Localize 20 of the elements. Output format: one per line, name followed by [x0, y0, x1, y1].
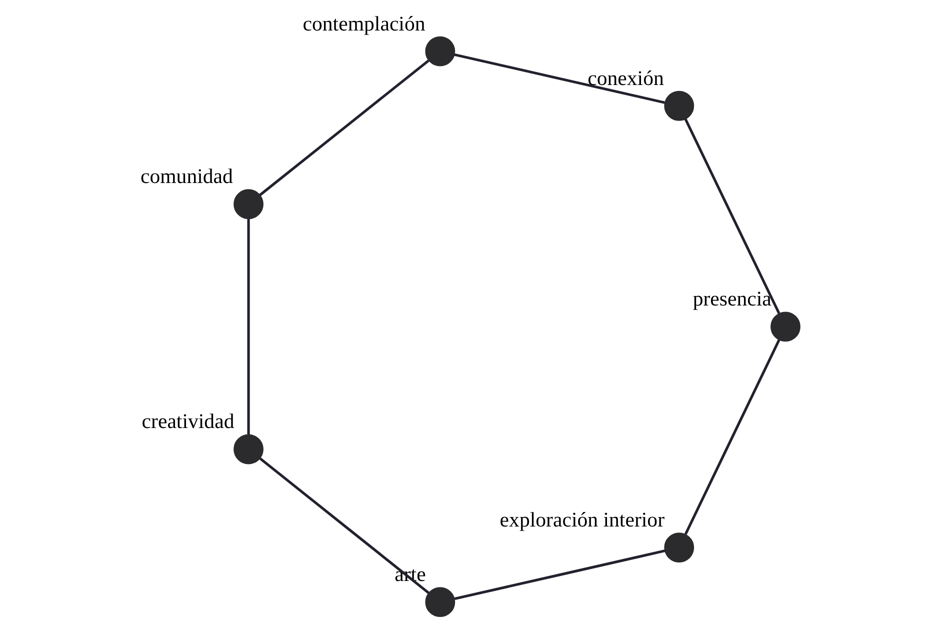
connector — [246, 219, 250, 435]
node-circle — [233, 434, 263, 464]
node-circle — [424, 587, 455, 618]
connector — [454, 53, 664, 104]
node-circle — [664, 532, 694, 562]
connector — [258, 458, 430, 594]
node-label: creatividad — [141, 409, 234, 434]
connector — [684, 339, 780, 535]
node-circle — [233, 189, 263, 220]
connector — [258, 60, 429, 196]
node-label: contemplación — [302, 11, 425, 36]
node-label: presencia — [692, 286, 771, 311]
node-circle — [424, 36, 455, 66]
connector — [454, 550, 665, 600]
node-label: exploración interior — [499, 507, 664, 532]
node-label: comunidad — [140, 164, 232, 188]
node-circle — [664, 90, 694, 121]
node-label: conexión — [587, 66, 664, 90]
node-circle — [770, 312, 800, 342]
connector — [684, 118, 780, 314]
